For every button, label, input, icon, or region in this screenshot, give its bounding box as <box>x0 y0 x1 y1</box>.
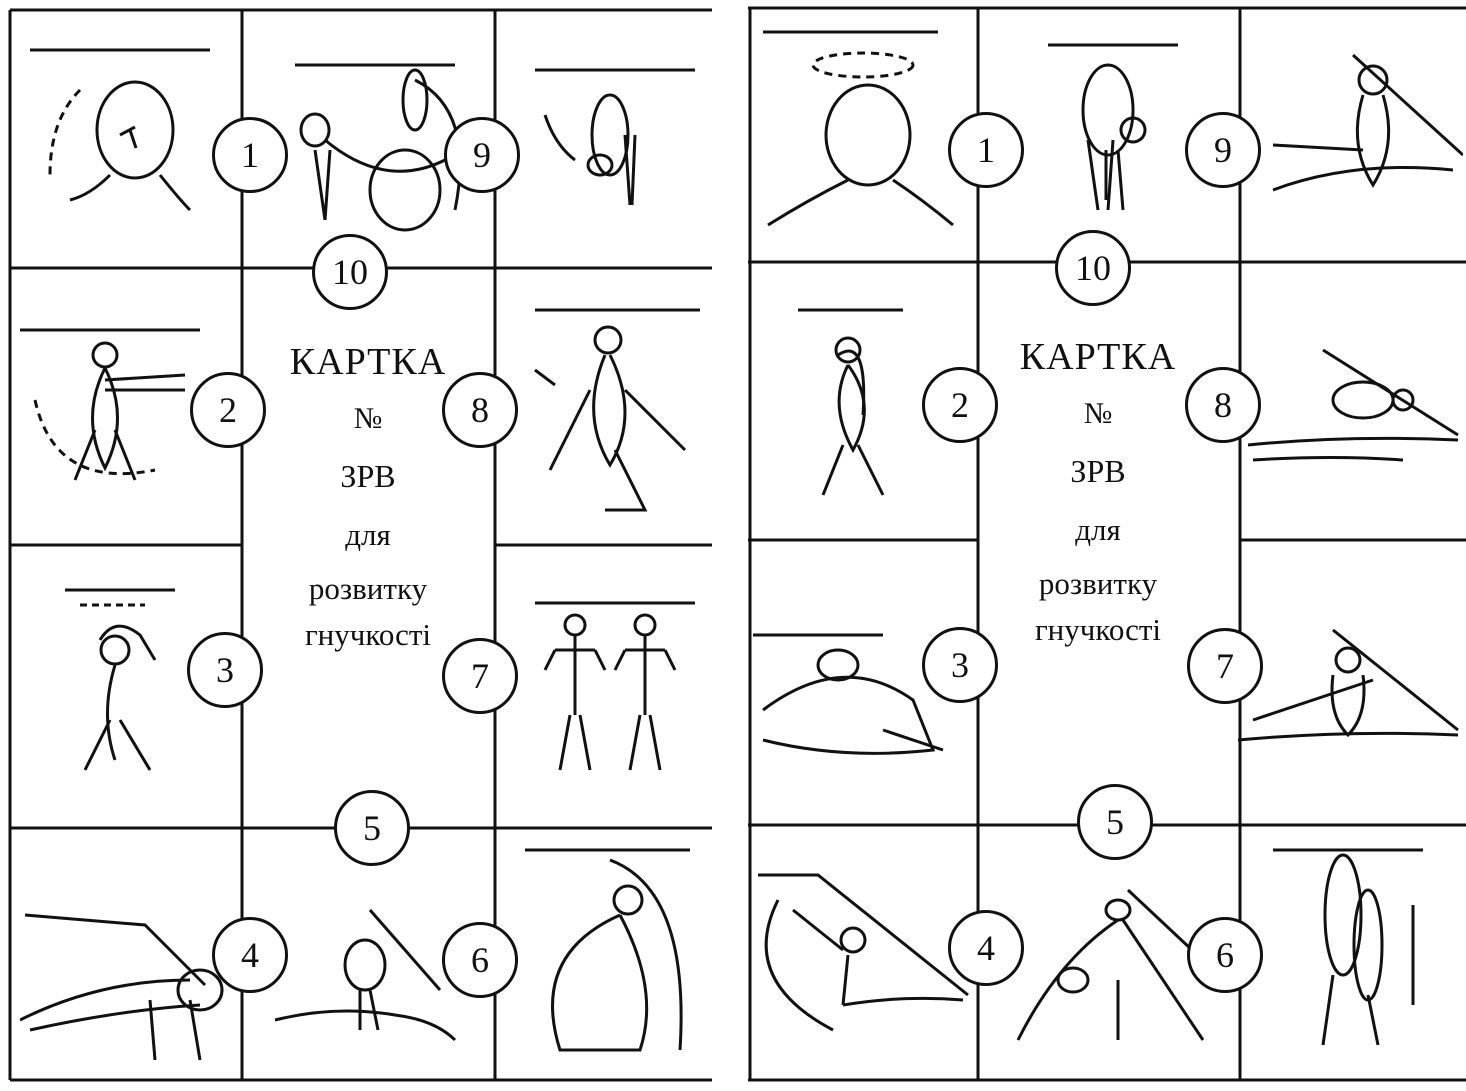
exercise-number-6: 6 <box>1187 917 1263 993</box>
prone-stretch-figure <box>1243 345 1463 475</box>
exercise-number-1: 1 <box>212 117 288 193</box>
exercise-card-right: 1 2 3 4 5 6 7 8 9 10 КАРТКА № ЗРВ для ро… <box>748 0 1466 1091</box>
lunge-figure <box>530 300 710 520</box>
straddle-figure <box>1263 50 1463 220</box>
card-line-2: розвитку <box>268 571 468 607</box>
exercise-number-1: 1 <box>948 112 1024 188</box>
card-title-block: КАРТКА № ЗРВ для розвитку гнучкості <box>268 340 468 653</box>
exercise-number-9: 9 <box>1185 112 1261 188</box>
exercise-number-9: 9 <box>444 117 520 193</box>
card-number-sign: № <box>268 402 468 436</box>
kneeling-stretch-figure <box>20 900 240 1070</box>
card-line-1: для <box>998 512 1198 548</box>
exercise-number-2: 2 <box>922 367 998 443</box>
exercise-number-2: 2 <box>190 372 266 448</box>
arm-stretch-figure <box>793 305 943 505</box>
exercise-number-4: 4 <box>948 910 1024 986</box>
exercise-number-5: 5 <box>334 790 410 866</box>
card-line-2: розвитку <box>998 566 1198 602</box>
card-line-3: гнучкості <box>268 617 468 653</box>
neck-rotation-figure <box>763 20 973 235</box>
card-title-block: КАРТКА № ЗРВ для розвитку гнучкості <box>998 335 1198 648</box>
pike-figure <box>1008 880 1218 1060</box>
standing-pair-figure <box>525 595 705 775</box>
exercise-number-4: 4 <box>212 917 288 993</box>
exercise-number-10: 10 <box>1055 230 1131 306</box>
card-line-3: гнучкості <box>998 612 1198 648</box>
side-split-figure <box>1233 625 1463 755</box>
seated-twist-figure <box>753 870 978 1050</box>
forward-bend-figure <box>530 55 700 215</box>
exercise-number-5: 5 <box>1077 784 1153 860</box>
backbend-figure <box>520 845 700 1065</box>
exercise-number-6: 6 <box>442 922 518 998</box>
exercise-card-left: 1 2 3 4 5 6 7 8 9 10 КАРТКА № ЗРВ для ро… <box>0 0 712 1091</box>
exercise-number-3: 3 <box>922 627 998 703</box>
card-subject: ЗРВ <box>998 453 1198 490</box>
card-title: КАРТКА <box>268 340 468 384</box>
card-title: КАРТКА <box>998 335 1198 379</box>
card-subject: ЗРВ <box>268 458 468 495</box>
leg-raise-figure <box>1273 845 1463 1055</box>
neck-rotation-figure <box>20 30 230 230</box>
forward-fold-figure <box>1018 30 1208 230</box>
exercise-number-7: 7 <box>1187 628 1263 704</box>
card-line-1: для <box>268 517 468 553</box>
card-number-sign: № <box>998 397 1198 431</box>
exercise-number-10: 10 <box>312 234 388 310</box>
exercise-number-3: 3 <box>187 632 263 708</box>
